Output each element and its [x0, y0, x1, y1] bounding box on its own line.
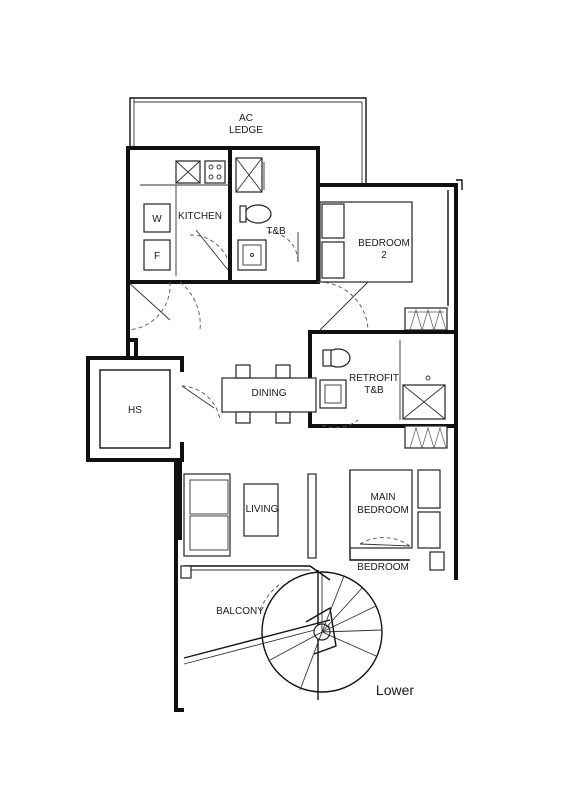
fridge-label: F: [154, 251, 160, 262]
bedroom-lower-label: BEDROOM: [357, 562, 409, 573]
retrofit-tb-walls: [308, 330, 458, 429]
bedroom-2-walls: [317, 179, 463, 331]
tv-console: [243, 473, 317, 559]
bedroom-2-label-line2: 2: [381, 250, 387, 261]
kitchen-label: KITCHEN: [178, 211, 222, 222]
wardrobe-strip-lower: [404, 425, 448, 450]
tb-label: T&B: [266, 226, 286, 237]
kitchen-fixtures: [140, 160, 230, 276]
spiral-staircase: [259, 571, 383, 693]
retrofit-tb-label-line2: T&B: [364, 385, 384, 396]
hs-label: HS: [128, 405, 142, 416]
hs-room: [86, 356, 221, 462]
kitchen-doors: [127, 229, 229, 331]
tb-fixtures: [235, 157, 299, 271]
main-bedroom-label-line1: MAIN: [371, 492, 396, 503]
wardrobe-strip-upper: [404, 307, 448, 332]
balcony-label: BALCONY: [216, 606, 264, 617]
sofa: [183, 473, 231, 557]
main-bedroom-label-line2: BEDROOM: [357, 505, 409, 516]
dining-table: [221, 364, 317, 424]
bedroom-2-label-line1: BEDROOM: [358, 238, 410, 249]
ac-ledge-label-line1: AC: [239, 113, 253, 124]
balcony: [180, 565, 331, 700]
washer-label: W: [152, 214, 162, 225]
ac-ledge: [129, 97, 367, 185]
living-walls: [126, 282, 184, 712]
main-bedroom-walls: [349, 310, 458, 580]
living-label: LIVING: [246, 504, 279, 515]
level-label: Lower: [376, 682, 414, 698]
retrofit-tb-label-line1: RETROFIT: [349, 373, 399, 384]
dining-label: DINING: [252, 388, 287, 399]
ac-ledge-label-line2: LEDGE: [229, 125, 263, 136]
